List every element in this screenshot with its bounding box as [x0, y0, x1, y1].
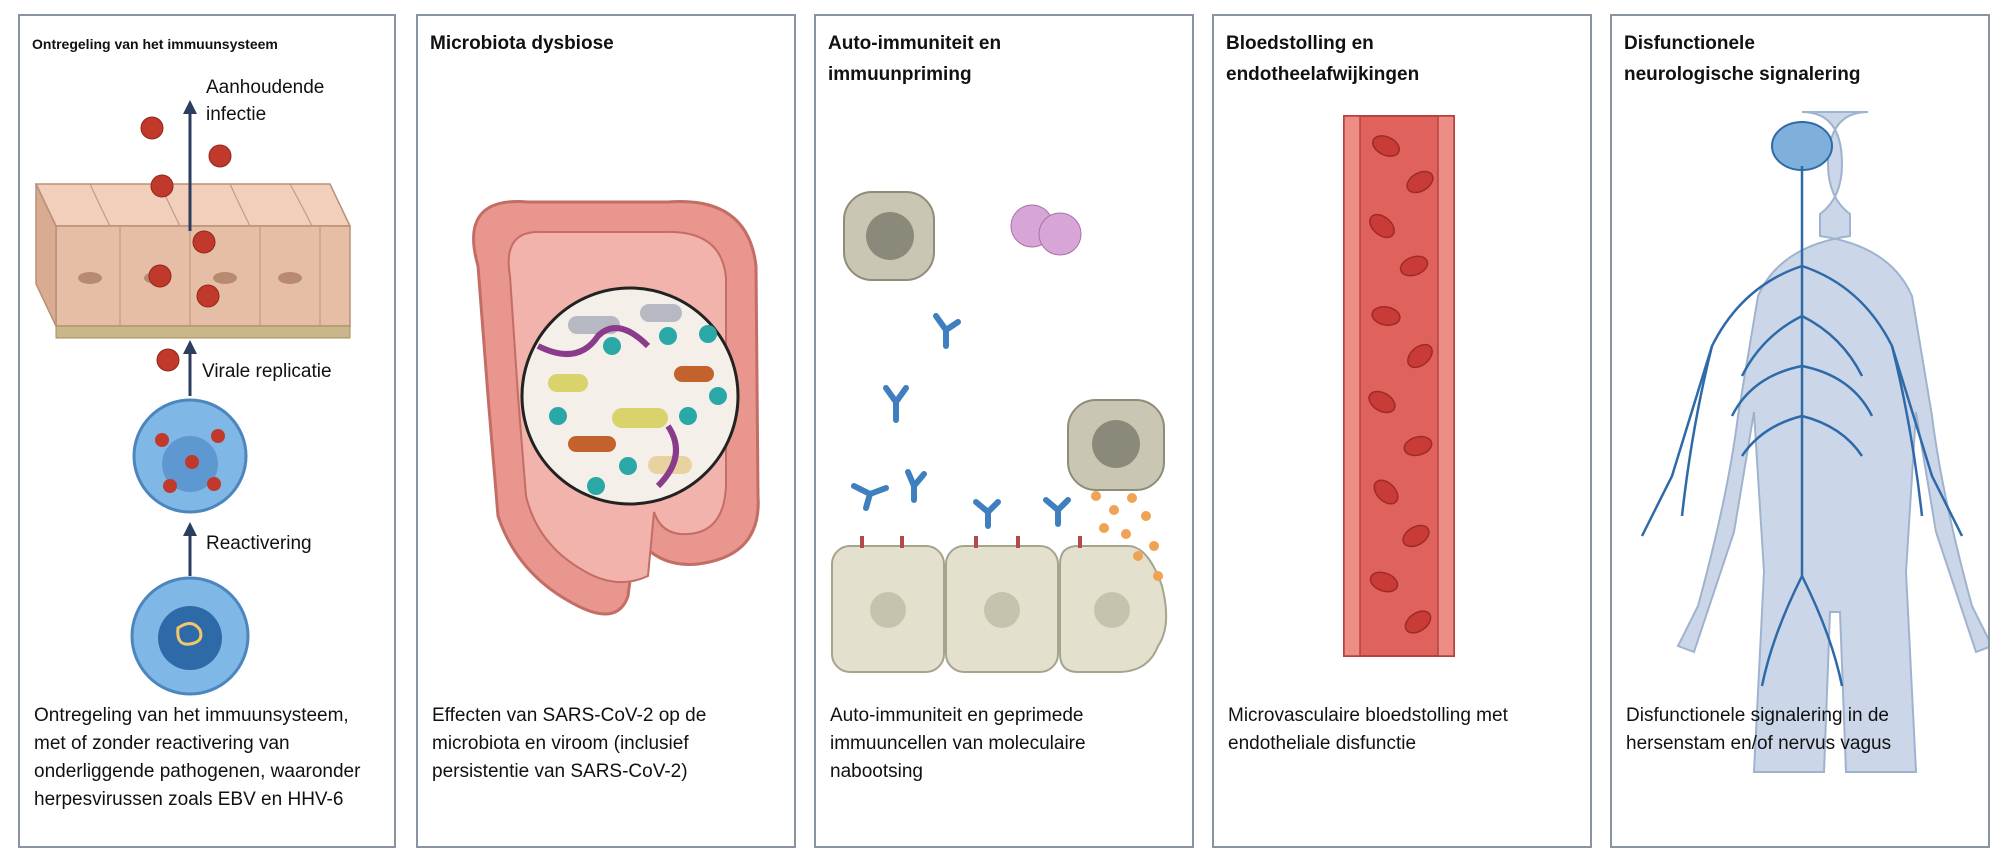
panel-coagulation: Bloedstolling en endotheelafwijkingen Mi…	[1212, 14, 1592, 848]
panel-description: Effecten van SARS-CoV-2 op de microbiota…	[432, 705, 707, 782]
immune-dysregulation-illustration	[34, 100, 352, 696]
panel-title: Bloedstolling en endotheelafwijkingen	[1226, 33, 1420, 85]
blood-vessel-illustration	[1343, 115, 1455, 657]
panel-title: Auto-immuniteit en immuunpriming	[828, 33, 1002, 85]
panel-description: Ontregeling van het immuunsysteem, met o…	[34, 705, 361, 810]
panel-description: Disfunctionele signalering in de hersens…	[1626, 705, 1892, 754]
panel-description: Microvasculaire bloedstolling met endoth…	[1228, 705, 1508, 754]
label-persistent-infection: Aanhoudende infectie	[206, 77, 325, 125]
panel-title: Disfunctionele neurologische signalering	[1624, 33, 1861, 85]
nervous-system-illustration	[1640, 111, 1988, 773]
label-viral-replication: Virale replicatie	[202, 361, 332, 382]
autoimmunity-illustration	[831, 191, 1168, 673]
panel-autoimmunity: Auto-immuniteit en immuunpriming	[814, 14, 1194, 848]
panel-immune-dysregulation: Ontregeling van het immuunsysteem	[18, 14, 396, 848]
panel-neurological-signaling: Disfunctionele neurologische signalering…	[1610, 14, 1990, 848]
intestine-illustration	[472, 200, 760, 616]
panel-description: Auto-immuniteit en geprimede immuuncelle…	[830, 705, 1086, 782]
panel-title: Ontregeling van het immuunsysteem	[32, 36, 278, 52]
label-reactivation: Reactivering	[206, 533, 312, 554]
panel-title: Microbiota dysbiose	[430, 33, 614, 54]
panel-microbiota-dysbiosis: Microbiota dysbiose Effecten van SARS-Co…	[416, 14, 796, 848]
